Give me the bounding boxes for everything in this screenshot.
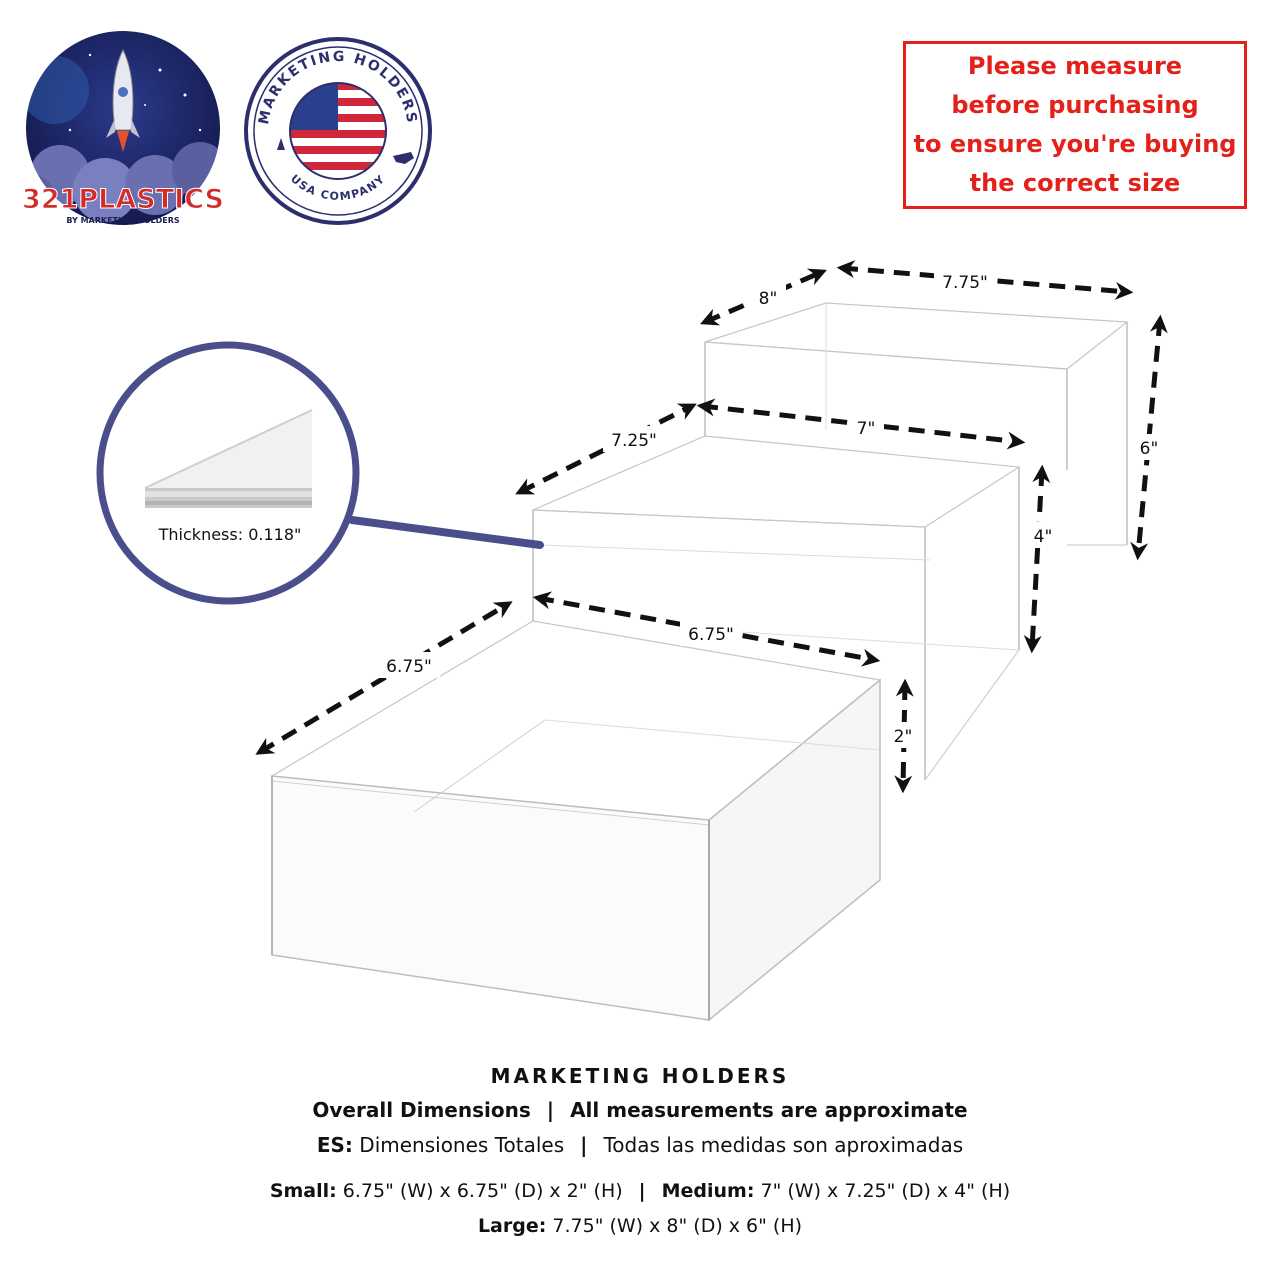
notice-line: before purchasing <box>951 91 1199 119</box>
medium-label: Medium: <box>661 1180 755 1202</box>
rocket-small-icon <box>277 138 285 150</box>
thickness-label: Thickness: 0.118" <box>158 525 302 544</box>
large-label: Large: <box>477 1215 547 1237</box>
large-width-label: 7.75" <box>942 273 988 293</box>
footer-brand: MARKETING HOLDERS <box>490 1064 790 1088</box>
separator: | <box>638 1180 646 1202</box>
small-medium-sizes-line: Small: 6.75" (W) x 6.75" (D) x 2" (H) | Me… <box>0 1180 1280 1202</box>
usa-map-icon <box>393 152 414 164</box>
es-label: ES: <box>316 1133 353 1157</box>
us-flag-icon <box>290 83 386 179</box>
small-label: Small: <box>269 1180 337 1202</box>
separator: | <box>546 1098 555 1122</box>
medium-depth-arrow <box>515 403 697 495</box>
medium-value: 7" (W) x 7.25" (D) x 4" (H) <box>760 1180 1011 1202</box>
callout-ring <box>96 341 360 605</box>
usa-company-badge: MARKETING HOLDERS USA COMPANY <box>244 37 432 225</box>
spanish-dimensions-line: ES: Dimensiones Totales | Todas las medida… <box>0 1133 1280 1157</box>
large-value: 7.75" (W) x 8" (D) x 6" (H) <box>552 1215 803 1237</box>
logo-main-text: 321PLASTICS <box>22 184 224 215</box>
small-height-label: 2" <box>894 727 913 747</box>
dimension-labels: 8" 7.75" 6" 7.25" 7" 4" 6.75" 6.75" 2" <box>378 268 1166 748</box>
es-overall: Dimensiones Totales <box>359 1133 565 1157</box>
small-width-label: 6.75" <box>688 625 734 645</box>
large-depth-label: 8" <box>759 289 778 309</box>
medium-depth-label: 7.25" <box>611 431 657 451</box>
medium-width-label: 7" <box>857 419 876 439</box>
measure-notice-box: Please measure before purchasing to ensu… <box>903 41 1247 209</box>
small-value: 6.75" (W) x 6.75" (D) x 2" (H) <box>342 1180 623 1202</box>
notice-line: Please measure <box>967 52 1183 80</box>
small-depth-label: 6.75" <box>386 657 432 677</box>
callout-connector <box>348 516 544 549</box>
medium-height-arrow <box>1023 464 1051 654</box>
large-height-label: 6" <box>1140 439 1159 459</box>
large-size-line: Large: 7.75" (W) x 8" (D) x 6" (H) <box>0 1215 1280 1237</box>
notice-line: the correct size <box>969 169 1181 197</box>
321plastics-logo: 321PLASTICS BY MARKETING HOLDERS <box>22 31 224 225</box>
logo-sub-text: BY MARKETING HOLDERS <box>66 216 180 225</box>
separator: | <box>580 1133 588 1157</box>
thickness-callout: Thickness: 0.118" <box>96 341 544 605</box>
es-approx: Todas las medidas son aproximadas <box>603 1133 964 1157</box>
rocket-icon <box>106 48 140 152</box>
small-box <box>270 620 882 1022</box>
notice-line: to ensure you're buying <box>913 130 1237 158</box>
approx-label: All measurements are approximate <box>570 1098 968 1122</box>
overall-label: Overall Dimensions <box>312 1098 531 1122</box>
acrylic-edge-closeup <box>144 409 313 508</box>
medium-height-label: 4" <box>1034 527 1053 547</box>
overall-dimensions-line: Overall Dimensions | All measurements are … <box>0 1098 1280 1122</box>
